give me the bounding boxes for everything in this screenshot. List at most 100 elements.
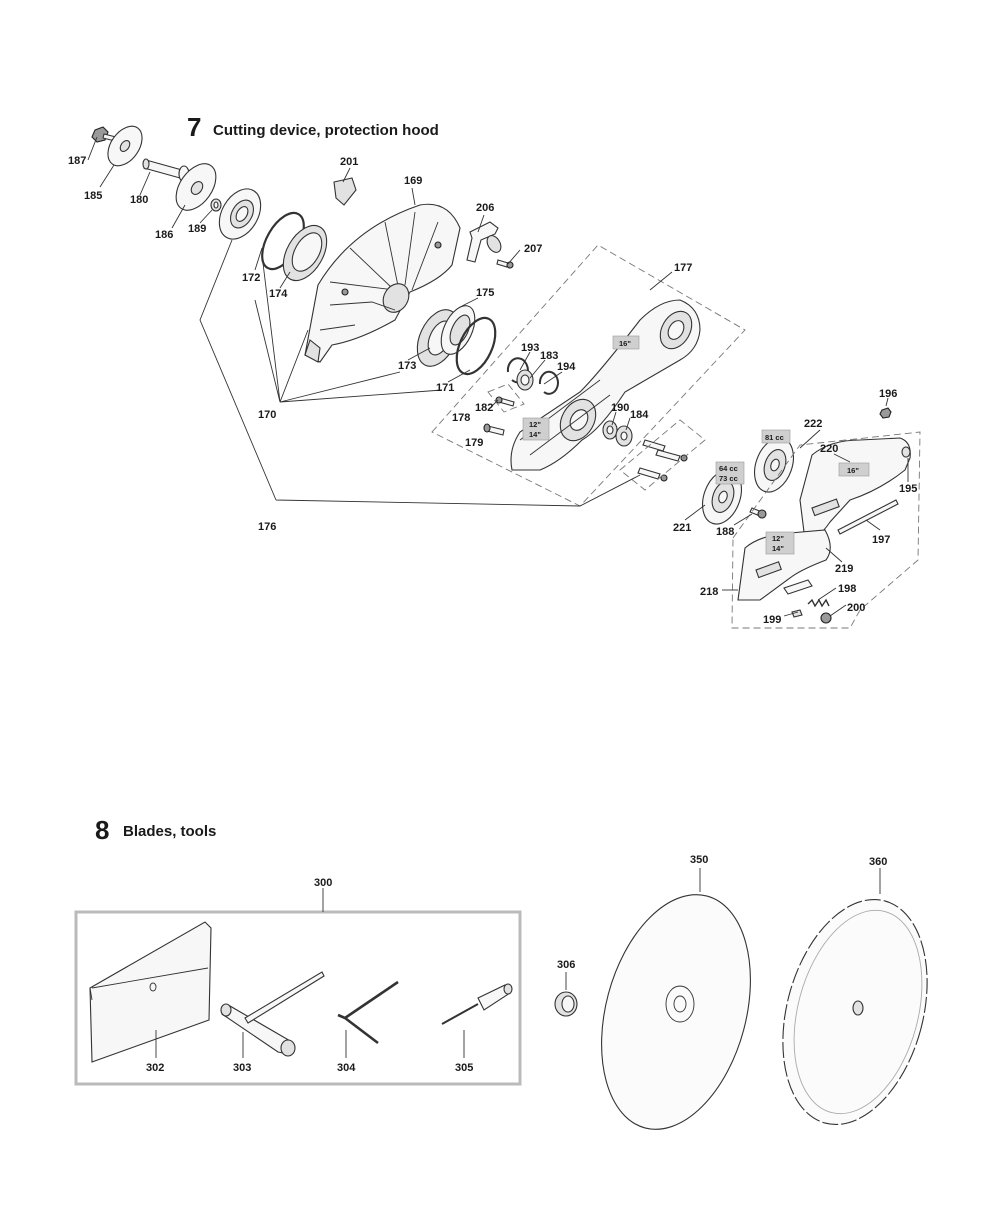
label-302: 302 <box>146 1062 164 1074</box>
label-173: 173 <box>398 360 416 372</box>
tool-kit-300-frame[interactable] <box>74 910 522 1086</box>
part-195-nut[interactable] <box>901 446 911 458</box>
part-tensioner-bolts[interactable] <box>637 439 688 482</box>
label-306: 306 <box>557 959 575 971</box>
part-184-nut[interactable] <box>615 425 633 447</box>
leader-lines-7 <box>87 136 909 617</box>
tag-73cc-text: 73 cc <box>719 474 738 483</box>
tag-12-14-arm <box>522 417 550 441</box>
label-199: 199 <box>763 614 781 626</box>
part-360-diamond-blade[interactable] <box>760 883 951 1140</box>
part-179-bolt[interactable] <box>483 423 505 436</box>
label-179: 179 <box>465 437 483 449</box>
group-177-outline <box>431 244 746 507</box>
part-201-label[interactable] <box>333 177 357 206</box>
part-180-spindle[interactable] <box>142 158 190 183</box>
label-178: 178 <box>452 412 470 424</box>
label-198: 198 <box>838 583 856 595</box>
tag-16-arm <box>612 335 640 350</box>
label-220: 220 <box>820 443 838 455</box>
label-174: 174 <box>269 288 288 300</box>
label-180: 180 <box>130 194 148 206</box>
label-218: 218 <box>700 586 718 598</box>
label-201: 201 <box>340 156 358 168</box>
label-190: 190 <box>611 402 629 414</box>
part-302-tool-bag[interactable] <box>89 921 212 1063</box>
part-196-screw[interactable] <box>879 407 892 419</box>
tag-64-73cc <box>715 461 745 485</box>
tag-81cc-text: 81 cc <box>765 433 784 442</box>
label-182: 182 <box>475 402 493 414</box>
part-305-screwdriver[interactable] <box>441 983 513 1025</box>
label-187: 187 <box>68 155 86 167</box>
tag-12-cover-text: 12" <box>772 534 784 543</box>
label-304: 304 <box>337 1062 356 1074</box>
label-222: 222 <box>804 418 822 430</box>
leader-lines-8 <box>155 868 881 1058</box>
label-196: 196 <box>879 388 897 400</box>
part-303-socket-wrench[interactable] <box>220 971 325 1057</box>
part-222-belt-pulley[interactable] <box>748 433 801 498</box>
label-221: 221 <box>673 522 691 534</box>
label-170: 170 <box>258 409 276 421</box>
label-219: 219 <box>835 563 853 575</box>
label-300: 300 <box>314 877 332 889</box>
tag-14-arm-text: 14" <box>529 430 541 439</box>
label-194: 194 <box>557 361 576 373</box>
label-193: 193 <box>521 342 539 354</box>
part-194-circlip[interactable] <box>538 370 559 395</box>
group-178-outline <box>487 383 525 413</box>
part-304-hex-key[interactable] <box>337 980 399 1045</box>
label-169: 169 <box>404 175 422 187</box>
part-189-nut[interactable] <box>210 198 222 212</box>
label-305: 305 <box>455 1062 473 1074</box>
part-199-bracket[interactable] <box>783 579 813 618</box>
part-182-bolt[interactable] <box>495 396 515 407</box>
label-185: 185 <box>84 190 102 202</box>
label-189: 189 <box>188 223 206 235</box>
part-labels-8: 300 302 303 304 305 306 350 360 <box>146 854 887 1074</box>
section-7-number: 7 <box>187 112 201 142</box>
label-172: 172 <box>242 272 260 284</box>
part-185-flange-washer[interactable] <box>101 120 149 172</box>
part-219-cover[interactable] <box>737 529 831 601</box>
tag-64cc-text: 64 cc <box>719 464 738 473</box>
part-200-nut[interactable] <box>820 612 832 624</box>
part-172-bearing-housing[interactable] <box>211 182 269 247</box>
tag-12-14-cover <box>765 531 795 555</box>
tag-12-arm-text: 12" <box>529 420 541 429</box>
section-8-number: 8 <box>95 815 109 845</box>
part-labels-7: 187 185 180 186 189 172 174 201 169 206 … <box>68 155 917 626</box>
label-360: 360 <box>869 856 887 868</box>
part-183-bearing[interactable] <box>516 369 534 391</box>
part-169-protection-hood[interactable] <box>304 203 461 363</box>
part-177-cutting-arm[interactable] <box>510 299 701 471</box>
part-174-ring[interactable] <box>274 218 335 288</box>
section-8: 8 Blades, tools <box>74 815 951 1146</box>
section-7: 7 Cutting device, protection hood <box>68 112 921 629</box>
label-350: 350 <box>690 854 708 866</box>
part-188-bolt[interactable] <box>749 507 767 519</box>
part-220-belt-guard[interactable] <box>799 437 911 541</box>
part-197-rod[interactable] <box>837 499 899 535</box>
label-171: 171 <box>436 382 454 394</box>
label-183: 183 <box>540 350 558 362</box>
part-186-flange[interactable] <box>168 157 224 218</box>
part-198-spring[interactable] <box>807 598 830 608</box>
part-306-bushing-ring[interactable] <box>554 991 578 1017</box>
label-303: 303 <box>233 1062 251 1074</box>
part-175-ring[interactable] <box>434 301 481 360</box>
part-190-bearing[interactable] <box>602 420 618 440</box>
label-197: 197 <box>872 534 890 546</box>
tag-16-guard <box>838 462 870 477</box>
label-186: 186 <box>155 229 173 241</box>
group-tensioner-outline <box>619 419 706 491</box>
part-187-bolt[interactable] <box>91 126 117 143</box>
part-206-hood-handle[interactable] <box>466 221 504 263</box>
tag-14-cover-text: 14" <box>772 544 784 553</box>
label-177: 177 <box>674 262 692 274</box>
part-350-abrasive-disc[interactable] <box>577 878 774 1146</box>
section-8-title: Blades, tools <box>123 823 216 840</box>
label-184: 184 <box>630 409 649 421</box>
group-218-outline <box>731 431 921 629</box>
